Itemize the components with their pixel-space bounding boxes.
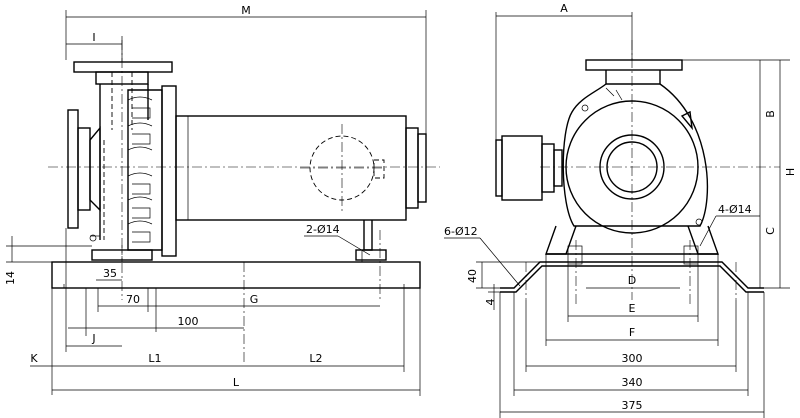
dim-40: 40 — [466, 269, 479, 283]
dim-label-J: J — [91, 332, 95, 345]
dim-label-B: B — [764, 110, 777, 118]
dim-100: 100 — [178, 315, 199, 328]
dim-label-L2: L2 — [309, 352, 322, 365]
dim-label-G: G — [250, 293, 259, 306]
dim-label-M: M — [241, 4, 251, 17]
dim-4: 4 — [484, 299, 497, 306]
dim-35: 35 — [103, 267, 117, 280]
dim-label-L1: L1 — [148, 352, 161, 365]
side-view-dimensions: M I 14 35 70 G 100 J K — [4, 4, 427, 396]
dim-label-L: L — [233, 376, 240, 389]
dim-label-A: A — [560, 2, 568, 15]
dim-label-C: C — [764, 227, 777, 235]
dim-label-K: K — [30, 352, 38, 365]
dim-375: 375 — [622, 399, 643, 412]
callout-4-holes: 4-Ø14 — [718, 203, 752, 216]
callout-6-holes: 6-Ø12 — [444, 225, 478, 238]
dim-label-F: F — [629, 326, 635, 339]
dim-label-D: D — [628, 274, 636, 287]
side-view — [48, 40, 440, 365]
dim-14: 14 — [4, 271, 17, 285]
front-view — [495, 40, 780, 304]
dim-300: 300 — [622, 352, 643, 365]
dim-label-H: H — [784, 168, 797, 176]
dim-label-E: E — [629, 302, 636, 315]
callout-2-holes: 2-Ø14 — [306, 223, 340, 236]
dim-70: 70 — [126, 293, 140, 306]
dim-label-I: I — [92, 31, 95, 44]
front-view-dimensions: A B H C 4-Ø14 6-Ø12 40 4 D E — [444, 2, 797, 418]
dim-340: 340 — [622, 376, 643, 389]
